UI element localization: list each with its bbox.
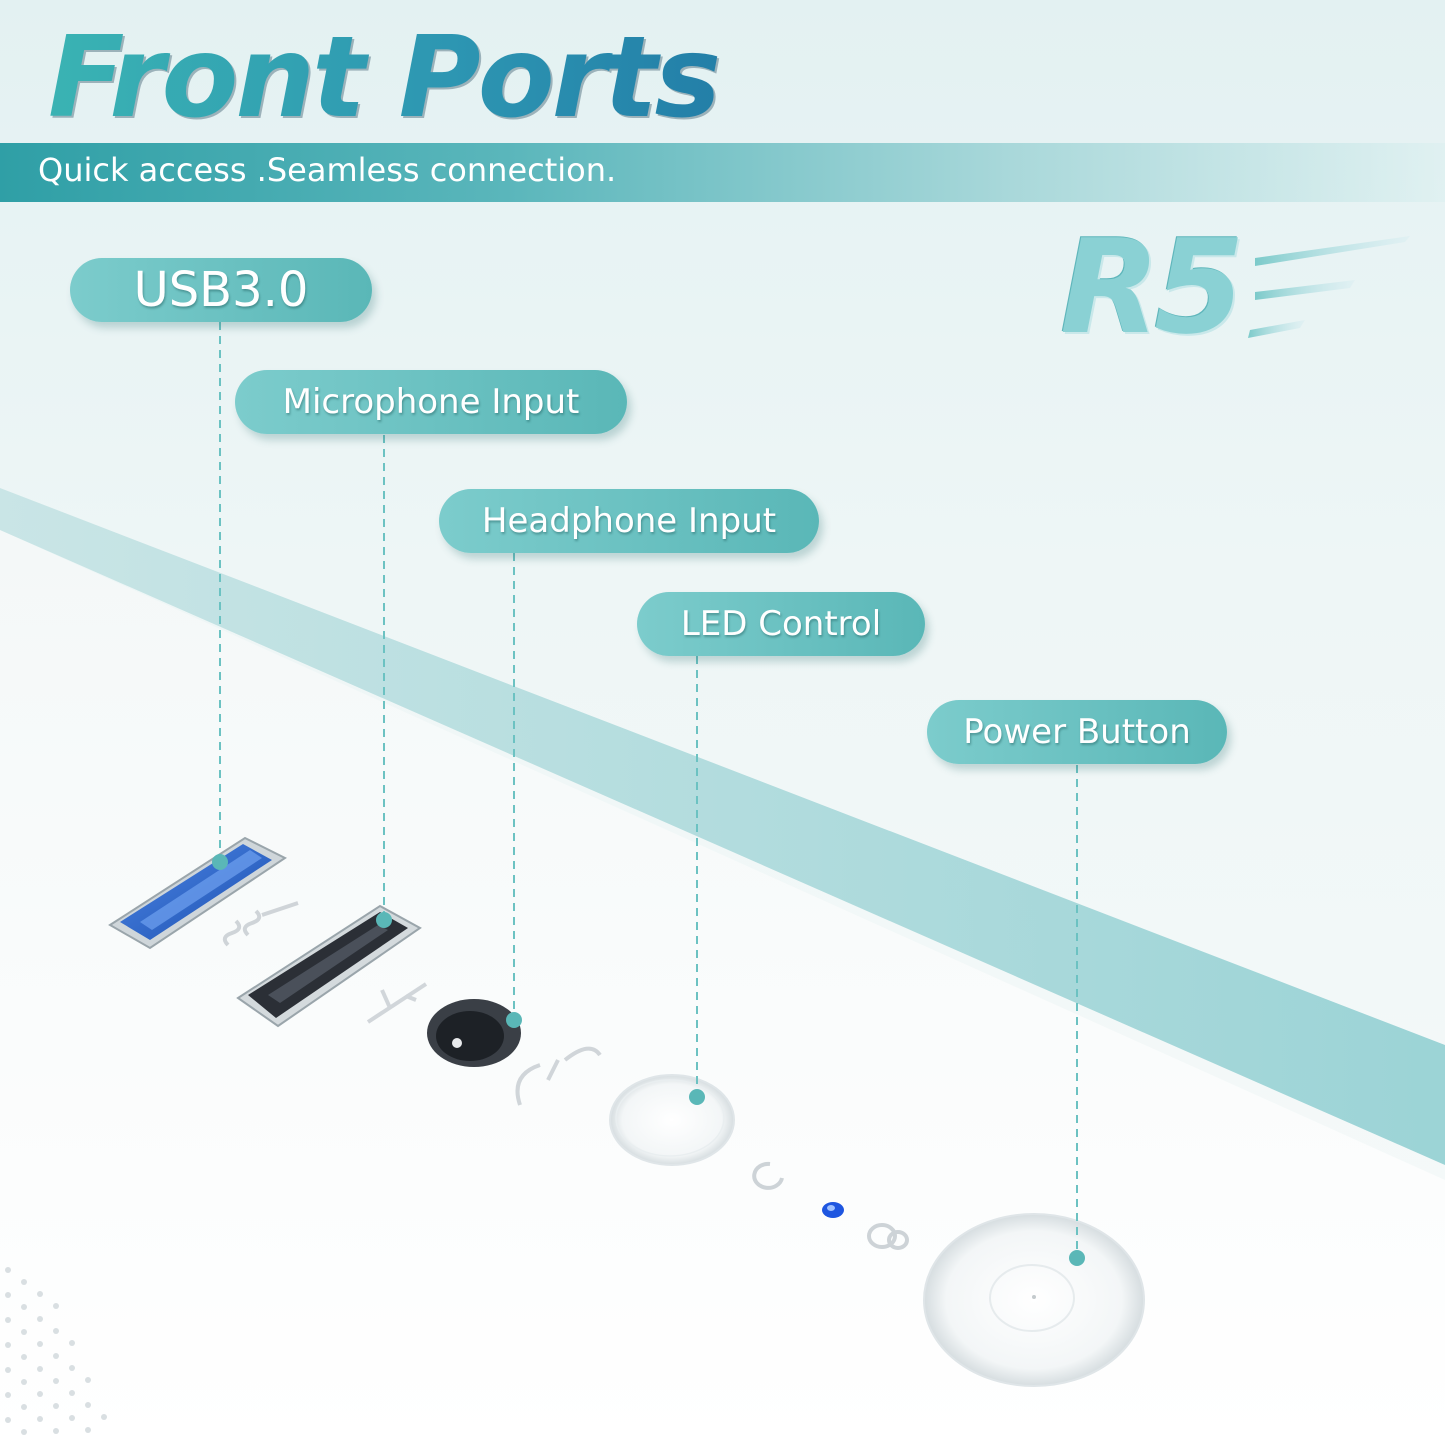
subtitle-band [0,143,1445,202]
page-title: Front Ports [48,13,721,143]
usb2-port[interactable] [236,904,422,1028]
label-led-control: LED Control [637,592,925,656]
label-headphone-input: Headphone Input [439,489,819,553]
logo-speed-lines [1248,236,1410,338]
status-led [822,1202,844,1218]
power-icon [867,1223,909,1250]
led-cycle-icon [752,1161,784,1190]
callout-dots [212,854,1085,1266]
usb-icon [366,982,428,1024]
label-microphone-input: Microphone Input [235,370,627,434]
headphone-jack[interactable] [427,999,521,1067]
page-subtitle: Quick access .Seamless connection. [38,151,617,189]
headset-icon [515,1046,602,1106]
led-control-button[interactable] [609,1074,735,1166]
vent-grille [5,1267,107,1435]
diagonal-band [0,488,1445,1165]
callout-lines [219,322,1078,1258]
brand-logo: R5 [1060,211,1245,363]
power-button[interactable] [923,1213,1145,1387]
case-front-panel [0,530,1445,1445]
usb3-port[interactable] [108,836,287,950]
superspeed-usb-icon [222,901,299,947]
label-power-button: Power Button [927,700,1227,764]
label-usb3: USB3.0 [70,258,372,322]
